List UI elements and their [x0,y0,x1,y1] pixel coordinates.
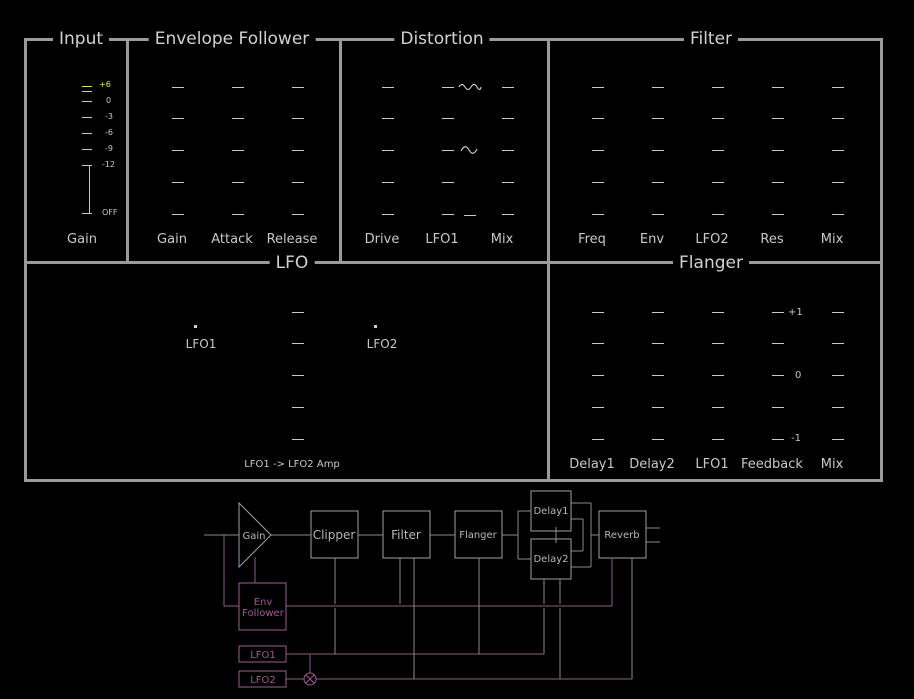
feedback-scale-minus1: -1 [791,433,801,444]
lfo1-block [238,645,287,663]
reverb-block [598,510,647,559]
gain-scale-minus12: -12 [102,160,116,169]
env-follower-block [238,582,287,631]
section-title-lfo: LFO [269,253,315,273]
diagram-reverb-label: Reverb [604,530,639,541]
lfo-amp-label: LFO1 -> LFO2 Amp [244,459,340,470]
diagram-lfo2-label: LFO2 [250,675,276,686]
diagram-flanger-label: Flanger [459,530,497,541]
diagram-delay1-label: Delay1 [533,506,568,517]
filter-res-label: Res [760,232,784,247]
diagram-delay2-label: Delay2 [533,554,568,565]
filter-env-label: Env [639,232,665,247]
filter-lfo2-label: LFO2 [695,232,729,247]
distortion-lfo1-label: LFO1 [425,232,459,247]
envelope-gain-label: Gain [157,232,187,247]
delay1-block [530,490,572,532]
gain-scale-plus6: +6 [99,80,111,89]
distortion-mix-label: Mix [490,232,514,247]
diagram-lfo1-label: LFO1 [250,650,276,661]
section-title-flanger: Flanger [673,253,749,273]
section-title-distortion: Distortion [394,29,490,49]
gain-scale-minus3: -3 [105,112,113,121]
sine-wave-icon [460,146,478,154]
filter-block [382,510,431,559]
section-title-envelope: Envelope Follower [148,29,316,49]
lfo2-indicator[interactable] [374,325,377,328]
lfo2-label: LFO2 [366,337,398,351]
filter-freq-label: Freq [578,232,606,247]
feedback-scale-plus1: +1 [788,307,803,318]
gain-scale-minus6: -6 [105,128,113,137]
gain-scale-0: 0 [106,96,112,105]
flanger-feedback-label: Feedback [741,457,803,472]
diagram-follower-label: Follower [242,608,285,619]
feedback-scale-0: 0 [795,370,802,381]
gain-block [238,501,272,569]
section-title-filter: Filter [683,29,739,49]
diagram-gain-label: Gain [243,531,266,542]
delay2-block [530,538,572,580]
distortion-drive-label: Drive [364,232,400,247]
section-title-input: Input [52,29,110,49]
envelope-attack-label: Attack [211,232,253,247]
flanger-delay1-label: Delay1 [569,457,615,472]
gain-scale-minus9: -9 [105,144,113,153]
flanger-lfo1-label: LFO1 [695,457,729,472]
double-wave-icon [458,83,482,91]
lfo1-label: LFO1 [185,337,217,351]
input-gain-label: Gain [67,232,97,247]
envelope-release-label: Release [266,232,318,247]
diagram-filter-label: Filter [391,528,421,542]
gain-scale-off: OFF [102,208,118,217]
multiply-icon [303,672,317,686]
flanger-delay2-label: Delay2 [629,457,675,472]
filter-mix-label: Mix [820,232,844,247]
lfo2-block [238,670,287,688]
diagram-clipper-label: Clipper [313,528,356,542]
diagram-env-label: Env [254,597,273,608]
flanger-mix-label: Mix [820,457,844,472]
lfo1-indicator[interactable] [194,325,197,328]
